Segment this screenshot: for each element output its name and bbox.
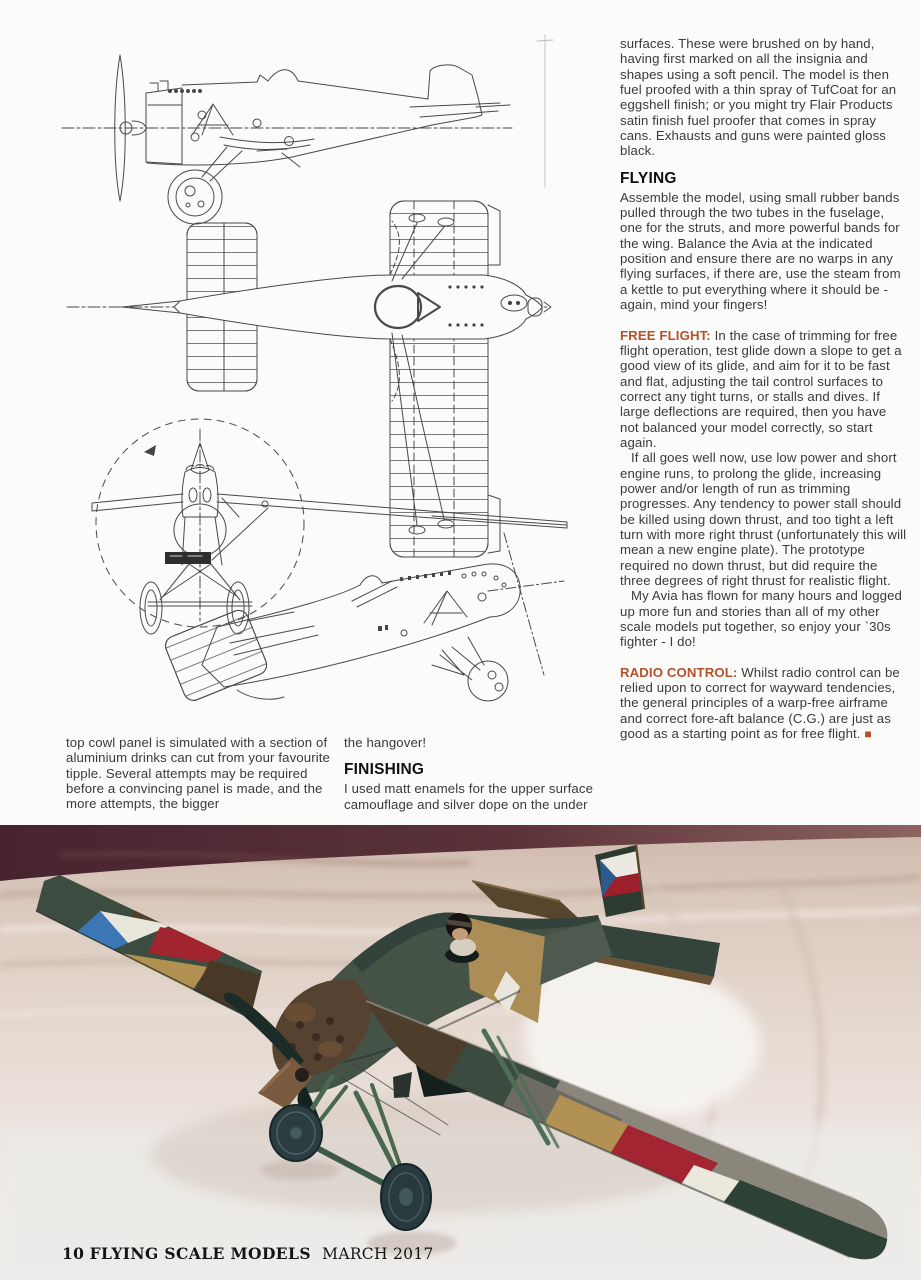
avia-plan-drawings	[52, 25, 584, 743]
paragraph-cowl-panel: top cowl panel is simulated with a secti…	[66, 735, 331, 812]
pilot-face	[452, 928, 468, 940]
side-view-drawing	[61, 54, 513, 225]
radio-control-text: Whilst radio control can be relied upon …	[620, 664, 900, 742]
pilot-goggles	[446, 919, 473, 928]
right-text-column: surfaces. These were brushed on by hand,…	[620, 36, 908, 742]
landing-gear	[260, 1074, 457, 1255]
magazine-title: FLYING SCALE MODELS	[89, 1244, 311, 1263]
wing-struts	[339, 1028, 560, 1149]
plan-view-drawing	[66, 200, 552, 558]
photo-svg	[0, 825, 921, 1280]
paragraph-free-flight-2: If all goes well now, use low power and …	[620, 450, 907, 588]
white-diamond-marking	[494, 971, 520, 1013]
maroon-band	[0, 825, 921, 881]
sheet-fold-highlight	[524, 956, 761, 1125]
paragraph-hangover: the hangover!	[344, 735, 427, 750]
free-flight-label: FREE FLIGHT:	[620, 327, 711, 343]
page-number: 10	[62, 1244, 85, 1263]
paragraph-free-flight-3: My Avia has flown for many hours and log…	[620, 588, 903, 650]
tailplane-far	[471, 880, 588, 927]
paragraph-flying: Assemble the model, using small rubber b…	[620, 189, 901, 313]
free-flight-text: In the case of trimming for free flight …	[620, 327, 902, 450]
tilted-side-view-drawing	[165, 532, 565, 702]
spinner	[258, 1057, 312, 1109]
pilot-scarf	[450, 938, 476, 956]
propeller-blade-upper	[223, 992, 304, 1069]
paragraph-finishing: I used matt enamels for the upper surfac…	[344, 781, 594, 812]
radio-control-label: RADIO CONTROL:	[620, 664, 738, 680]
issue-date: MARCH 2017	[322, 1245, 434, 1263]
pilot-figure	[445, 913, 479, 963]
fuselage	[276, 912, 612, 1094]
paragraph-surfaces: surfaces. These were brushed on by hand,…	[620, 36, 897, 159]
end-of-article-square: ■	[864, 727, 872, 742]
tail-fin	[595, 844, 646, 917]
paragraph-free-flight: FREE FLIGHT: In the case of trimming for…	[620, 328, 908, 451]
wingtip-green	[698, 1180, 888, 1260]
bottom-left-column: top cowl panel is simulated with a secti…	[66, 735, 340, 812]
bottom-middle-column: the hangover! FINISHING I used matt enam…	[344, 735, 618, 812]
three-view-drawing-svg	[61, 34, 568, 702]
front-view-drawing	[91, 418, 568, 635]
model-aircraft-photo	[0, 825, 921, 1280]
page-footer: 10 FLYING SCALE MODELS MARCH 2017	[62, 1244, 434, 1263]
czech-flag-blue	[600, 860, 616, 897]
flying-heading: FLYING	[620, 169, 677, 187]
ochre-fuselage-patch	[466, 917, 546, 1023]
tailplane-near	[596, 925, 720, 985]
paragraph-radio-control: RADIO CONTROL: Whilst radio control can …	[620, 665, 908, 743]
finishing-heading: FINISHING	[344, 761, 425, 779]
